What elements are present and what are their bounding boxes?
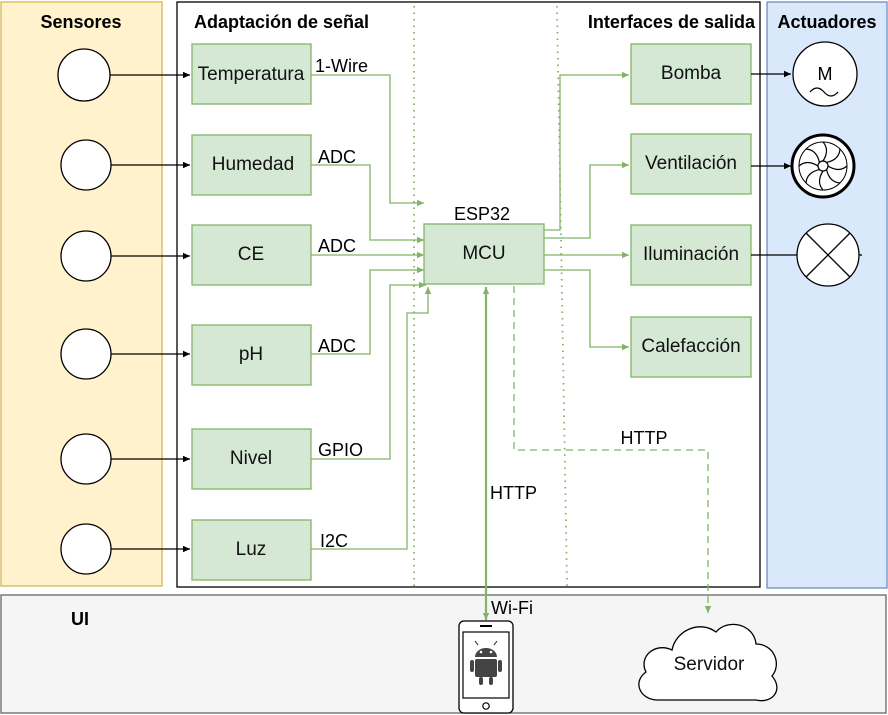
block-label: Iluminación (643, 244, 739, 265)
bus-label: ADC (318, 147, 356, 167)
block-label: Ventilación (645, 153, 737, 174)
server-label: Servidor (674, 654, 745, 675)
block-iluminacion (630, 224, 752, 286)
sensor-circle (57, 48, 111, 102)
signal-title: Adaptación de señal (194, 12, 369, 32)
motor-icon: M (792, 41, 858, 107)
ph-link (311, 266, 424, 355)
temperatura-link (311, 74, 424, 207)
bus-label: GPIO (318, 440, 363, 460)
motor-symbol: M (818, 64, 833, 84)
http-server-label: HTTP (621, 428, 668, 448)
block-luz (191, 519, 312, 581)
block-humedad (191, 134, 312, 196)
bus-label: ADC (318, 236, 356, 256)
fan-icon (790, 133, 856, 199)
cloud-icon: Servidor (638, 623, 778, 702)
block-ce (191, 224, 312, 286)
block-nivel (191, 428, 312, 490)
block-label: Bomba (661, 63, 722, 84)
sensor-circle (60, 139, 112, 191)
calefaccion-link (544, 269, 629, 351)
http-phone-label: HTTP (490, 483, 537, 503)
ui-title: UI (71, 609, 89, 629)
chip-label: ESP32 (454, 204, 510, 224)
bus-label: I2C (320, 531, 348, 551)
mcu-block (423, 223, 545, 285)
block-temperatura (191, 43, 312, 105)
block-label: Temperatura (198, 64, 305, 85)
block-label: Calefacción (641, 336, 740, 357)
sensor-circle (60, 230, 112, 282)
wifi-label: Wi-Fi (491, 598, 533, 618)
block-label: CE (238, 244, 264, 265)
nivel-link (311, 281, 426, 460)
bus-label: 1-Wire (315, 56, 368, 76)
block-label: Humedad (212, 154, 294, 175)
sensor-circle (60, 523, 112, 575)
block-ventilacion (630, 133, 752, 195)
block-label: Nivel (230, 448, 272, 469)
block-label: Luz (236, 539, 267, 560)
ventilacion-link (544, 161, 629, 239)
bus-label: ADC (318, 336, 356, 356)
block-bomba (630, 43, 752, 105)
sensor-circle (60, 328, 112, 380)
luz-link (311, 287, 432, 550)
sensors-title: Sensores (40, 12, 121, 32)
block-calefaccion (630, 316, 752, 378)
sensor-circle (60, 433, 112, 485)
lamp-icon (796, 223, 862, 287)
block-label: pH (239, 344, 263, 365)
bomba-link (544, 71, 629, 231)
outputs-title: Interfaces de salida (588, 12, 756, 32)
block-ph (191, 324, 312, 386)
actuators-title: Actuadores (777, 12, 876, 32)
humedad-link (311, 164, 424, 244)
mcu-label: MCU (462, 243, 505, 264)
android-phone-icon (458, 620, 514, 714)
